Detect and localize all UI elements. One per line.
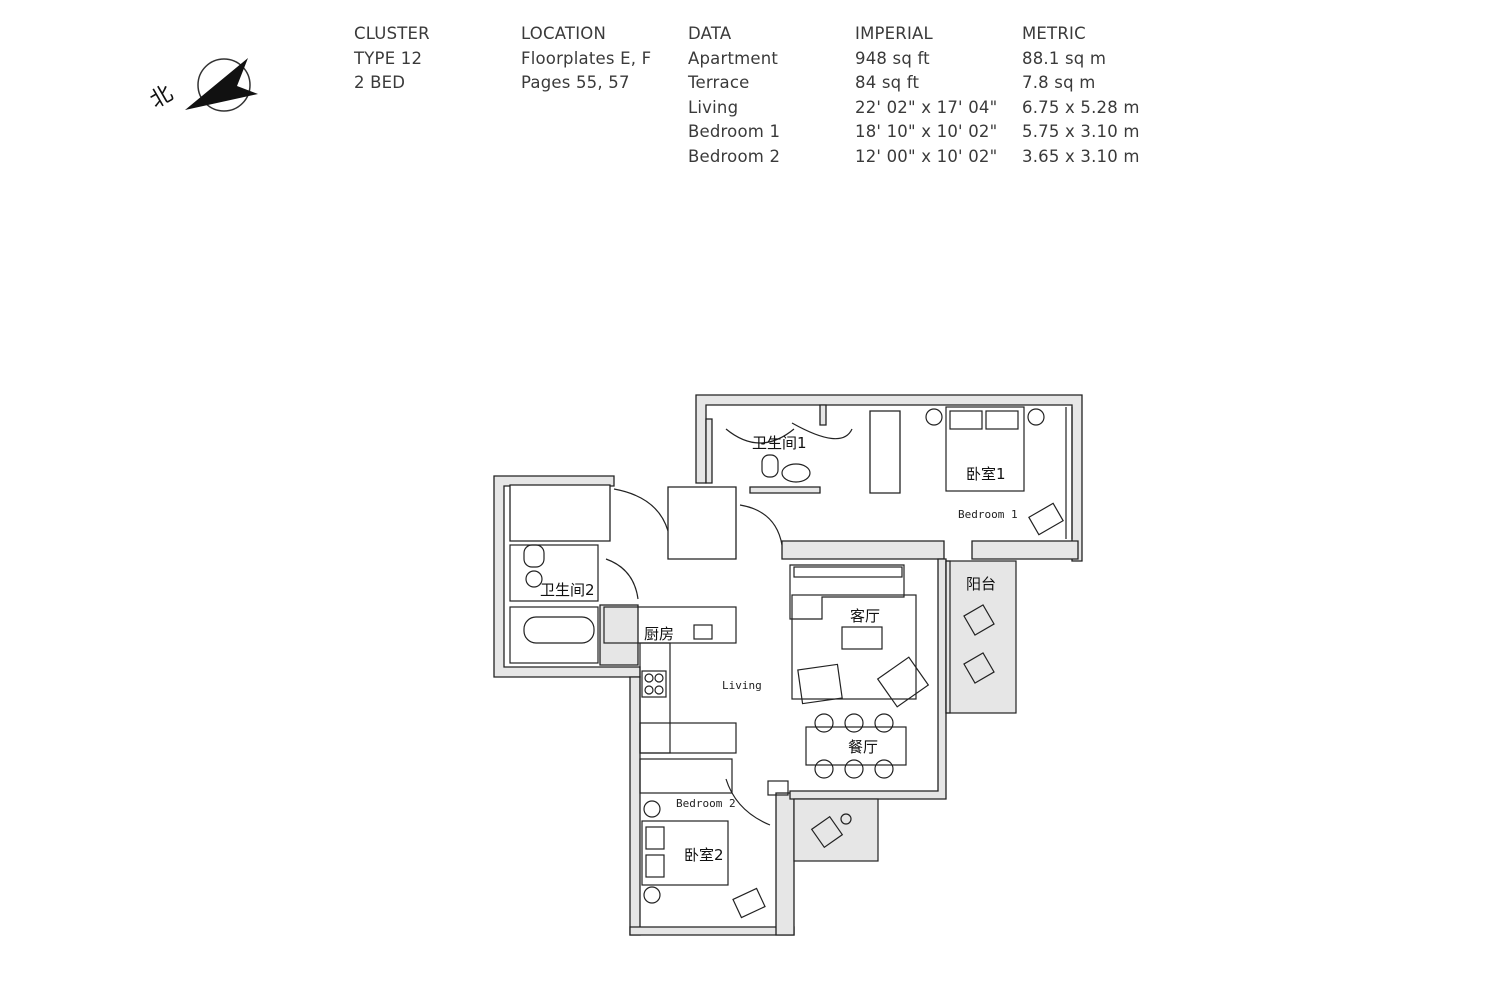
imperial-header: IMPERIAL bbox=[855, 24, 933, 43]
wall bbox=[493, 475, 641, 678]
cluster-beds: 2 BED bbox=[354, 73, 406, 93]
dining-table bbox=[805, 726, 907, 766]
data-header: DATA bbox=[688, 24, 732, 43]
metric-row: 6.75 x 5.28 m bbox=[1022, 97, 1140, 117]
label-bathroom1: 卫生间1 bbox=[752, 434, 807, 452]
metric-row: 5.75 x 3.10 m bbox=[1022, 122, 1140, 142]
cluster-type: TYPE 12 bbox=[354, 48, 423, 68]
wall bbox=[749, 486, 821, 494]
compass: 北 bbox=[140, 52, 270, 122]
location-pages: Pages 55, 57 bbox=[521, 73, 630, 93]
terrace-area bbox=[793, 798, 879, 862]
wall bbox=[789, 558, 947, 800]
wall bbox=[781, 540, 945, 560]
floor-plan-drawing: 卫生间1 卧室1 Bedroom 1 阳台 卫生间2 厨房 客厅 Living … bbox=[493, 394, 1083, 936]
sofa bbox=[789, 564, 905, 620]
terrace-chair bbox=[810, 815, 844, 849]
spec-metric: METRIC 88.1 sq m 7.8 sq m 6.75 x 5.28 m … bbox=[1022, 22, 1140, 170]
sink bbox=[693, 624, 713, 640]
toilet bbox=[761, 454, 779, 478]
imperial-row: 948 sq ft bbox=[855, 48, 930, 68]
metric-row: 88.1 sq m bbox=[1022, 48, 1107, 68]
coffee-table bbox=[841, 626, 883, 650]
metric-row: 7.8 sq m bbox=[1022, 73, 1096, 93]
label-living-en: Living bbox=[722, 679, 762, 692]
imperial-row: 12' 00" x 10' 02" bbox=[855, 146, 998, 166]
wall bbox=[971, 540, 1079, 560]
label-kitchen: 厨房 bbox=[644, 625, 674, 643]
data-row: Bedroom 2 bbox=[688, 146, 781, 166]
bed bbox=[641, 820, 729, 886]
spec-cluster: CLUSTER TYPE 12 2 BED bbox=[354, 22, 430, 96]
balcony-chair bbox=[963, 652, 995, 684]
armchair bbox=[1028, 502, 1064, 536]
imperial-row: 18' 10" x 10' 02" bbox=[855, 122, 998, 142]
washbasin bbox=[525, 570, 543, 588]
wardrobe bbox=[667, 486, 737, 560]
label-bedroom2: 卧室2 bbox=[684, 846, 724, 864]
metric-header: METRIC bbox=[1022, 24, 1086, 43]
balcony-chair bbox=[963, 604, 995, 636]
location-header: LOCATION bbox=[521, 24, 606, 43]
label-dining: 餐厅 bbox=[848, 738, 878, 756]
balcony-area bbox=[945, 560, 1017, 714]
label-bedroom1: 卧室1 bbox=[966, 465, 1006, 483]
wall bbox=[695, 394, 1083, 562]
label-bedroom2-en: Bedroom 2 bbox=[676, 797, 736, 810]
imperial-row: 84 sq ft bbox=[855, 73, 920, 93]
floor-plan: 卫生间1 卧室1 Bedroom 1 阳台 卫生间2 厨房 客厅 Living … bbox=[480, 385, 1100, 945]
metric-row: 3.65 x 3.10 m bbox=[1022, 146, 1140, 166]
data-row: Apartment bbox=[688, 48, 779, 68]
bathtub bbox=[509, 606, 599, 664]
armchair bbox=[876, 656, 930, 708]
wall bbox=[819, 404, 827, 426]
washbasin bbox=[781, 463, 811, 483]
wall bbox=[775, 792, 795, 936]
wall bbox=[705, 418, 713, 484]
bed bbox=[945, 406, 1025, 492]
armchair bbox=[797, 663, 843, 705]
armchair bbox=[732, 887, 766, 919]
bathroom2-room bbox=[509, 544, 599, 602]
label-bedroom1-en: Bedroom 1 bbox=[958, 508, 1018, 521]
wardrobe bbox=[869, 410, 901, 494]
label-bathroom2: 卫生间2 bbox=[540, 581, 595, 599]
wall bbox=[599, 604, 639, 666]
wardrobe bbox=[509, 484, 611, 542]
location-floorplates: Floorplates E, F bbox=[521, 48, 652, 68]
imperial-row: 22' 02" x 17' 04" bbox=[855, 97, 998, 117]
data-row: Bedroom 1 bbox=[688, 122, 781, 142]
north-arrow-icon: 北 bbox=[146, 58, 258, 114]
wall bbox=[629, 926, 795, 936]
data-row: Living bbox=[688, 97, 739, 117]
data-row: Terrace bbox=[688, 73, 750, 93]
spec-location: LOCATION Floorplates E, F Pages 55, 57 bbox=[521, 22, 651, 96]
wall bbox=[629, 676, 641, 936]
label-balcony: 阳台 bbox=[966, 575, 996, 593]
spec-imperial: IMPERIAL 948 sq ft 84 sq ft 22' 02" x 17… bbox=[855, 22, 997, 170]
spec-data: DATA Apartment Terrace Living Bedroom 1 … bbox=[688, 22, 780, 170]
label-living-cn: 客厅 bbox=[850, 607, 880, 625]
hob bbox=[641, 670, 667, 698]
north-label: 北 bbox=[146, 81, 178, 114]
cluster-header: CLUSTER bbox=[354, 24, 430, 43]
